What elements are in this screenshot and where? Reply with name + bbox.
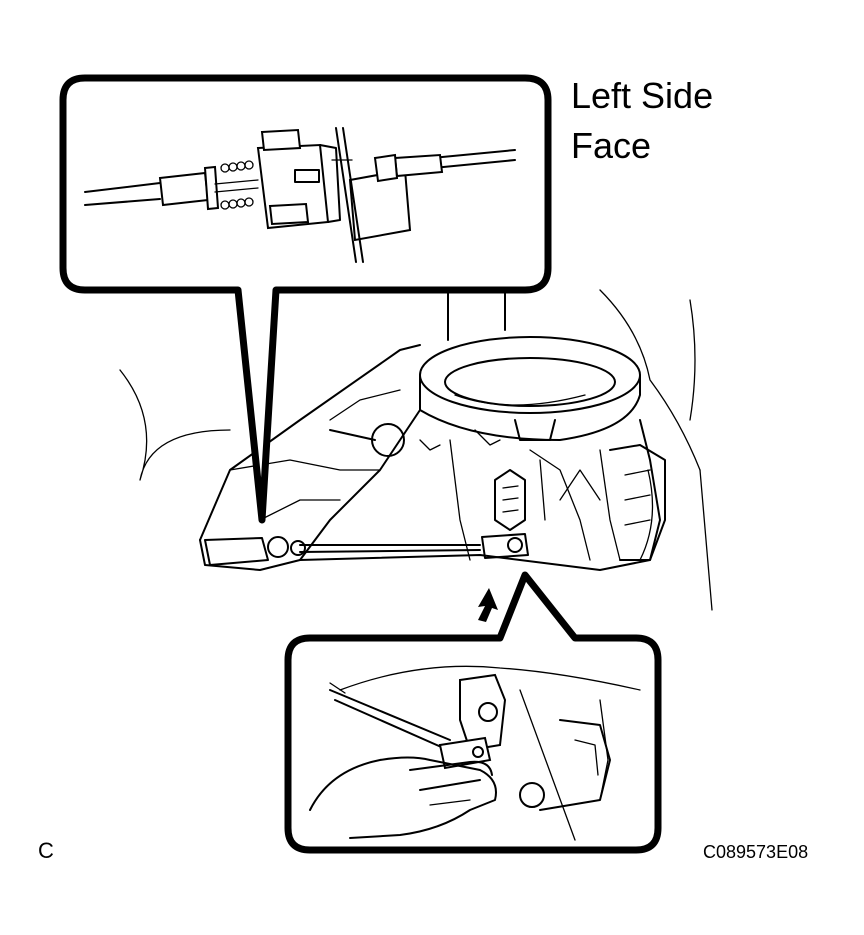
cable-end-detail-callout	[59, 74, 552, 524]
view-title-line1: Left Side	[571, 75, 714, 116]
shift-lever-assembly	[119, 269, 713, 622]
corner-letter: C	[38, 838, 54, 863]
spring-coils	[220, 160, 254, 210]
hand-removal-detail-callout	[284, 571, 662, 854]
figure-code: C089573E08	[703, 842, 809, 862]
view-title-line2: Face	[571, 125, 652, 166]
